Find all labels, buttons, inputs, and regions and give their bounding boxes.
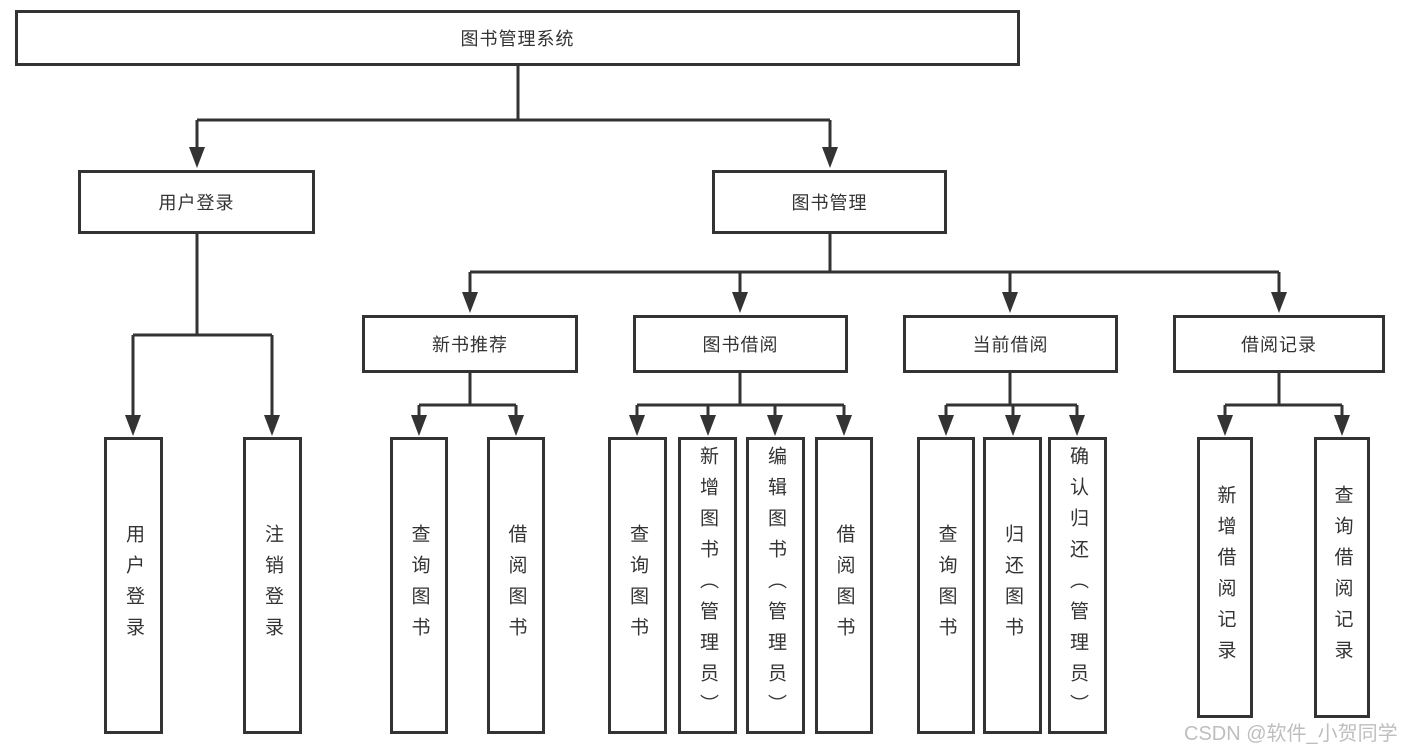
- leaf-label: 查询借阅记录: [1331, 484, 1353, 671]
- leaf-label: 新增借阅记录: [1214, 484, 1236, 671]
- leaf-borrow-books: 借阅图书: [815, 437, 873, 734]
- leaf-label: 注销登录: [262, 523, 283, 648]
- leaf-label: 归还图书: [1002, 523, 1023, 648]
- tree-branch-lines: [131, 66, 1344, 418]
- leaf-edit-books-admin: 编辑图书（管理员）: [746, 437, 805, 734]
- leaf-query-books-current: 查询图书: [917, 437, 975, 734]
- csdn-watermark: CSDN @软件_小贺同学: [1184, 723, 1398, 745]
- node-library-management-system: 图书管理系统: [15, 10, 1020, 66]
- leaf-add-borrow-record: 新增借阅记录: [1197, 437, 1253, 718]
- leaf-query-books-recommend: 查询图书: [390, 437, 448, 734]
- node-borrowing-records: 借阅记录: [1173, 315, 1385, 373]
- leaf-label: 编辑图书（管理员）: [765, 446, 786, 725]
- node-label: 当前借阅: [972, 335, 1049, 355]
- leaf-logout-login: 注销登录: [243, 437, 302, 734]
- node-label: 借阅记录: [1241, 335, 1317, 355]
- leaf-query-borrow-record: 查询借阅记录: [1314, 437, 1370, 718]
- leaf-label: 查询图书: [408, 523, 430, 648]
- node-book-borrowing: 图书借阅: [633, 315, 848, 373]
- root-node-label: 图书管理系统: [460, 29, 575, 49]
- leaf-label: 确认归还（管理员）: [1067, 446, 1088, 725]
- node-label: 用户登录: [158, 193, 235, 213]
- node-new-book-recommendation: 新书推荐: [362, 315, 578, 373]
- node-label: 图书借阅: [702, 335, 779, 355]
- node-book-management: 图书管理: [712, 170, 947, 234]
- leaf-label: 借阅图书: [833, 523, 855, 648]
- leaf-label: 借阅图书: [505, 523, 527, 648]
- node-user-login: 用户登录: [78, 170, 315, 234]
- leaf-label: 新增图书（管理员）: [697, 446, 718, 725]
- leaf-user-login: 用户登录: [104, 437, 163, 734]
- leaf-query-books-borrowing: 查询图书: [608, 437, 667, 734]
- leaf-label: 用户登录: [123, 523, 144, 648]
- node-current-borrowing: 当前借阅: [903, 315, 1118, 373]
- leaf-add-books-admin: 新增图书（管理员）: [678, 437, 737, 734]
- leaf-label: 查询图书: [627, 523, 648, 648]
- leaf-confirm-return-admin: 确认归还（管理员）: [1048, 437, 1107, 734]
- node-label: 图书管理: [791, 193, 868, 213]
- leaf-label: 查询图书: [935, 523, 957, 648]
- leaf-return-books: 归还图书: [983, 437, 1042, 734]
- node-label: 新书推荐: [432, 335, 508, 355]
- leaf-borrow-books-recommend: 借阅图书: [487, 437, 545, 734]
